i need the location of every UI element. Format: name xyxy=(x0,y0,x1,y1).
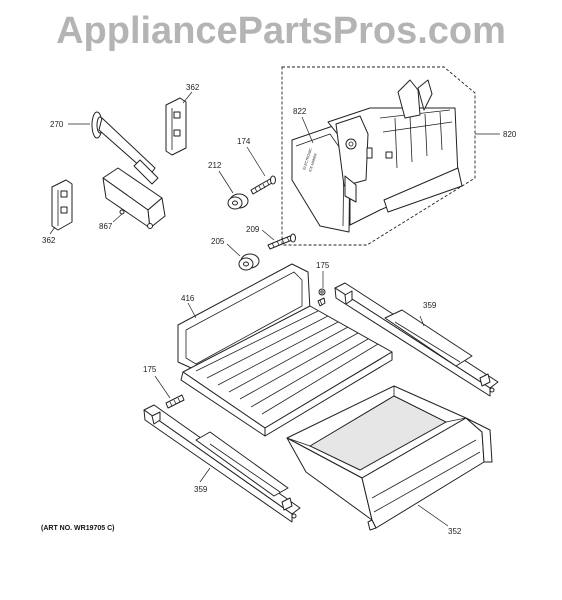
callout-867: 867 xyxy=(99,222,113,231)
part-867-tray xyxy=(102,167,166,229)
part-175-pin-left xyxy=(154,375,185,409)
part-205-grommet xyxy=(226,243,260,271)
part-174-screw xyxy=(246,146,276,195)
part-359-rail-left xyxy=(143,404,301,523)
part-175-pin-top xyxy=(317,271,326,307)
part-209-screw xyxy=(261,229,296,250)
icemaker-label-line2: ICE MAKER xyxy=(308,152,318,172)
callout-359-left: 359 xyxy=(194,485,208,494)
callout-174: 174 xyxy=(237,137,251,146)
part-822-icemaker: ELECTRONIC ICE MAKER xyxy=(291,79,463,233)
callout-175-top: 175 xyxy=(316,261,330,270)
callout-270: 270 xyxy=(50,120,64,129)
art-number: (ART NO. WR19705 C) xyxy=(41,525,115,532)
callout-352: 352 xyxy=(448,527,462,536)
part-359-rail-right xyxy=(334,282,499,397)
part-820-icemaker-assembly-outline xyxy=(281,66,500,246)
part-362-bracket-bottom xyxy=(49,179,73,235)
callout-820: 820 xyxy=(503,130,517,139)
callout-822: 822 xyxy=(293,107,307,116)
callout-175-left: 175 xyxy=(143,365,157,374)
site-watermark: AppliancePartsPros.com xyxy=(56,10,506,52)
callout-362-top: 362 xyxy=(186,83,200,92)
callout-212: 212 xyxy=(208,161,222,170)
part-270-tube xyxy=(68,111,159,185)
callout-359-right: 359 xyxy=(423,301,437,310)
icemaker-label-line1: ELECTRONIC xyxy=(302,147,313,170)
part-212-grommet xyxy=(218,170,249,210)
callout-416: 416 xyxy=(181,294,195,303)
callout-205: 205 xyxy=(211,237,225,246)
part-362-bracket-top xyxy=(165,91,193,156)
callout-209: 209 xyxy=(246,225,260,234)
part-416-shelf xyxy=(177,263,393,437)
callout-362-bottom: 362 xyxy=(42,236,56,245)
part-352-bin xyxy=(286,385,493,531)
